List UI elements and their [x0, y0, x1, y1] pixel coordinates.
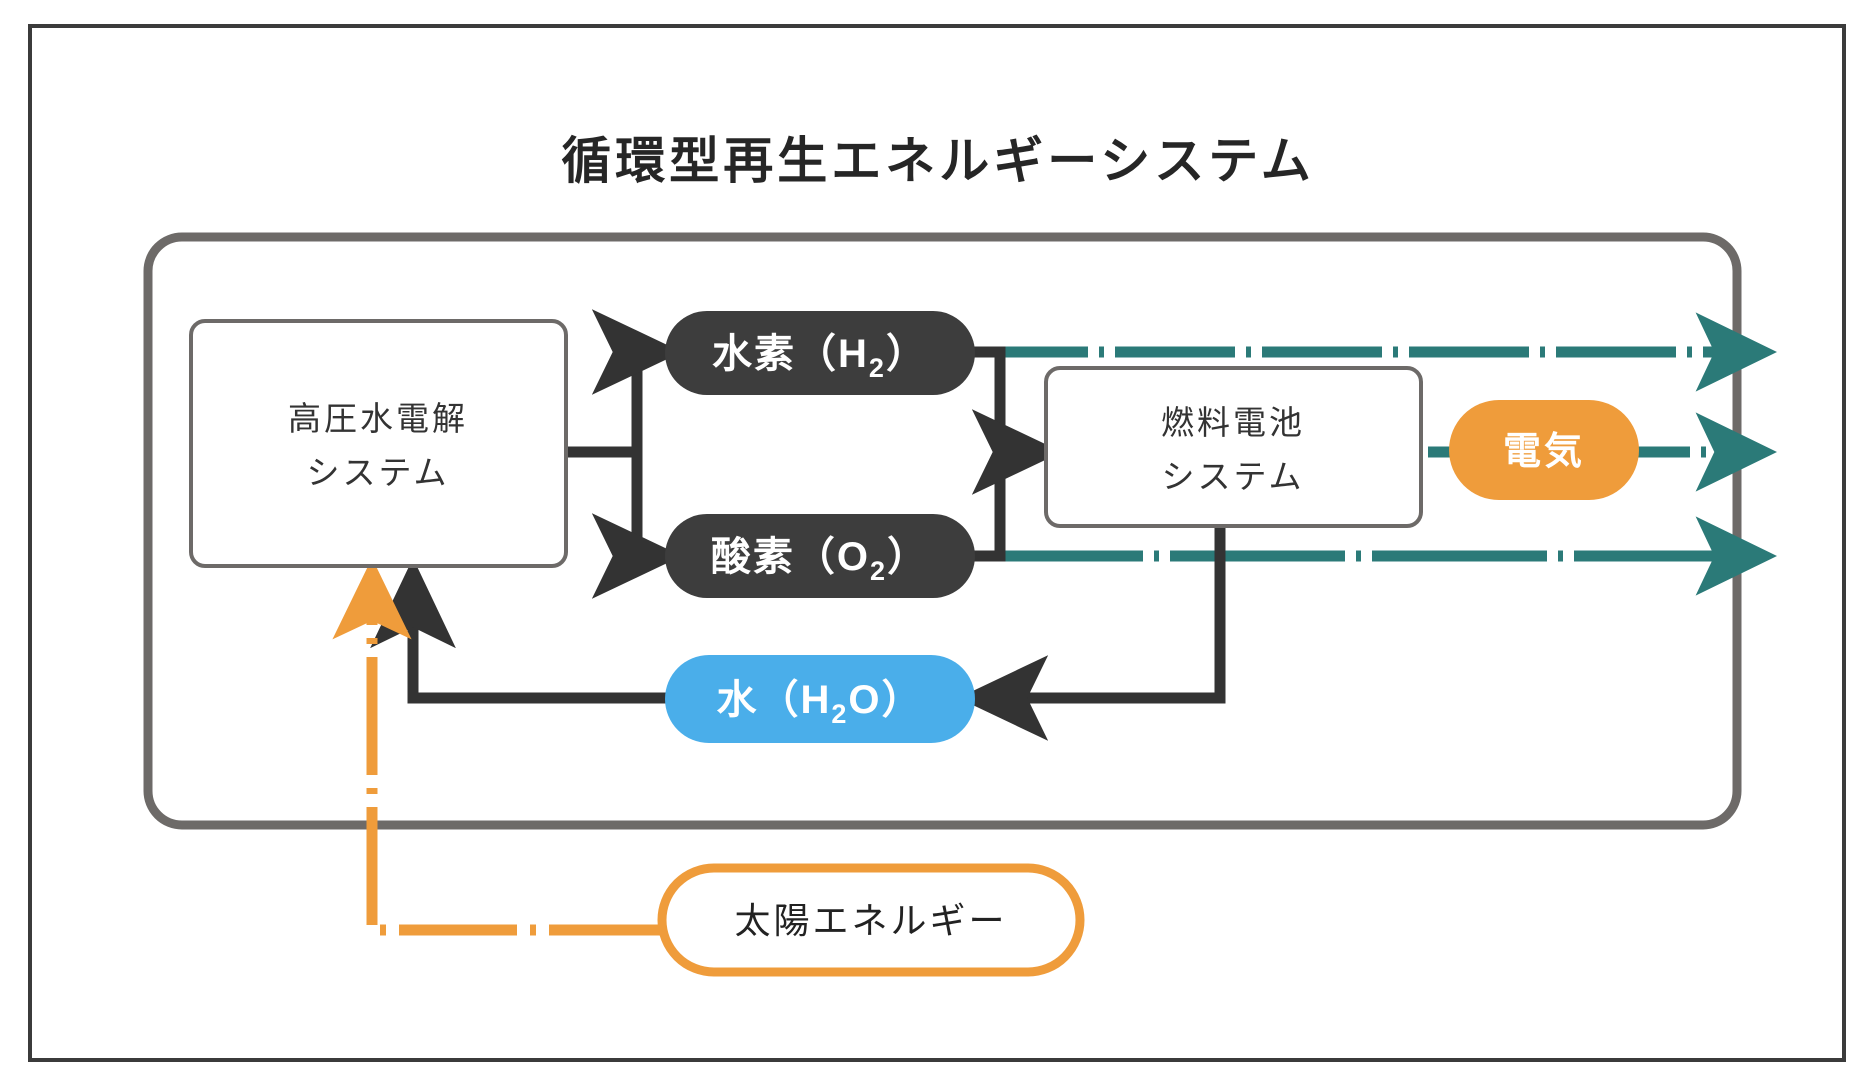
- flow-gases-to-fuelcell: [968, 346, 1063, 562]
- water-pill-shape: [665, 655, 975, 743]
- node-hydrogen[interactable]: 水素（H2）: [665, 311, 975, 395]
- electricity-pill-shape: [1449, 400, 1639, 500]
- water-label-sub: 2: [831, 699, 848, 729]
- node-solar-energy[interactable]: 太陽エネルギー: [657, 863, 1085, 977]
- oxygen-label-tail: ）: [887, 535, 929, 579]
- hydrogen-label-sub: 2: [869, 353, 886, 383]
- water-label-main: 水（H: [716, 678, 831, 722]
- oxygen-label-sub: 2: [870, 556, 887, 586]
- electrolysis-label-line1: 高圧水電解: [288, 400, 468, 437]
- oxygen-label: 酸素（O2）: [711, 535, 929, 586]
- hydrogen-pill-shape: [665, 311, 975, 395]
- solar-box-shape: [657, 863, 1085, 977]
- electrolysis-box-shape: [189, 319, 568, 568]
- water-label: 水（H2O）: [716, 678, 923, 729]
- flow-solar-to-electrolysis: [332, 558, 667, 936]
- hydrogen-label-tail: ）: [886, 332, 928, 376]
- flow-electrolysis-split: [566, 309, 683, 599]
- electrolysis-label-line2: システム: [306, 454, 449, 491]
- hydrogen-label: 水素（H2）: [712, 332, 928, 383]
- fuelcell-label-line1: 燃料電池: [1161, 404, 1305, 441]
- flow-water-to-electrolysis: [370, 557, 667, 704]
- water-label-tail: O）: [848, 678, 923, 722]
- diagram-title: 循環型再生エネルギーシステム: [561, 133, 1315, 189]
- node-electricity[interactable]: 電気: [1449, 400, 1639, 500]
- node-electrolysis-system[interactable]: 高圧水電解 システム: [189, 319, 568, 568]
- solar-label: 太陽エネルギー: [734, 900, 1007, 941]
- hydrogen-label-main: 水素（H: [712, 332, 869, 376]
- oxygen-pill-shape: [665, 514, 975, 598]
- fuelcell-label-line2: システム: [1161, 458, 1304, 495]
- oxygen-label-main: 酸素（O: [711, 535, 870, 579]
- node-water[interactable]: 水（H2O）: [665, 655, 975, 743]
- electricity-label: 電気: [1503, 431, 1585, 473]
- node-fuelcell-system[interactable]: 燃料電池 システム: [1044, 366, 1423, 528]
- flow-fuelcell-to-water: [957, 528, 1226, 741]
- fuelcell-box-shape: [1044, 366, 1423, 528]
- node-oxygen[interactable]: 酸素（O2）: [665, 514, 975, 598]
